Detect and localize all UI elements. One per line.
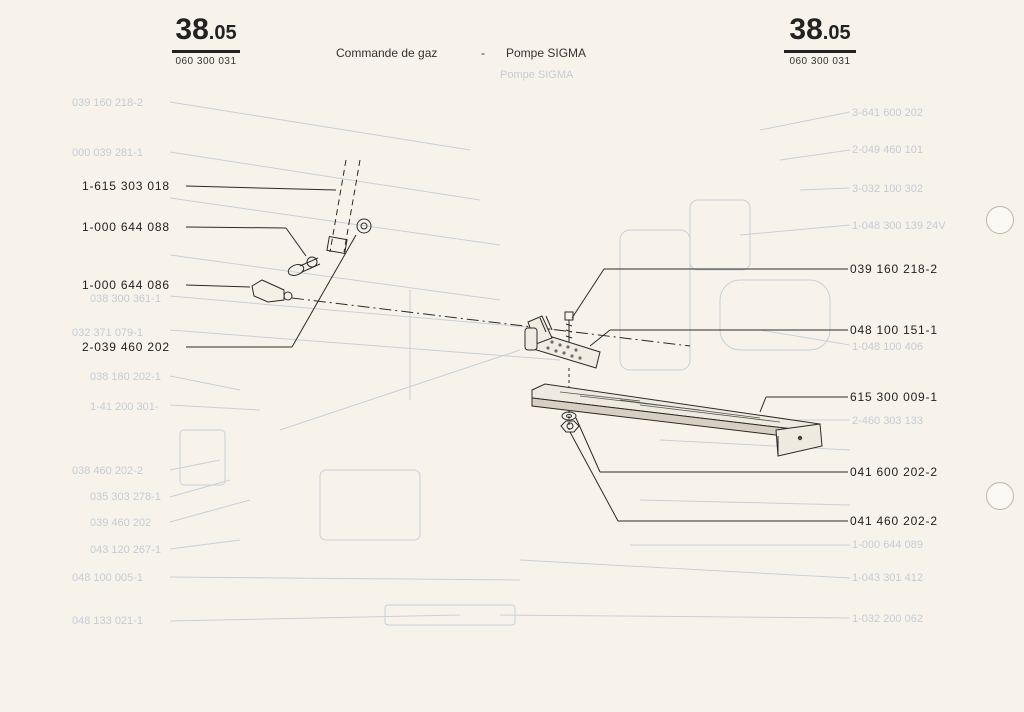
page-number-rule-left [172,50,240,53]
svg-text:1-41 200 301-: 1-41 200 301- [90,401,159,413]
svg-text:039 460 202: 039 460 202 [90,517,151,529]
svg-text:3-641 600 202: 3-641 600 202 [852,107,923,119]
svg-text:032 371 079-1: 032 371 079-1 [72,327,143,339]
svg-text:000 039 281-1: 000 039 281-1 [72,147,143,159]
ref-label-bracket: 048 100 151-1 [850,323,938,337]
leader-lines-right [569,268,848,522]
page-number-left: 38.05 060 300 031 [172,15,240,67]
svg-text:1-000 644 089: 1-000 644 089 [852,539,923,551]
svg-text:038 460 202-2: 038 460 202-2 [72,465,143,477]
nut-part [560,420,580,433]
ref-label-ball-joint: 1-000 644 088 [82,220,170,234]
ref-label-pedal: 615 300 009-1 [850,390,938,404]
page-major-left: 38 [175,13,209,46]
title-separator: - [481,46,485,60]
svg-text:039 160 218-2: 039 160 218-2 [72,97,143,109]
doc-code-right: 060 300 031 [789,56,851,67]
svg-text:043 120 267-1: 043 120 267-1 [90,544,161,556]
svg-text:035 303 278-1: 035 303 278-1 [90,491,161,503]
ref-label-washer: 041 600 202-2 [850,465,938,479]
svg-text:1-048 300 139 24V: 1-048 300 139 24V [852,220,946,232]
page-minor-right: .05 [822,22,851,44]
svg-text:048 100 005-1: 048 100 005-1 [72,572,143,584]
punch-hole-bottom [986,482,1014,510]
ref-label-nut: 041 460 202-2 [850,514,938,528]
page-major-right: 38 [789,13,823,46]
svg-text:2-049 460 101: 2-049 460 101 [852,144,923,156]
clip-part [356,218,372,234]
title-pompe-sigma: Pompe SIGMA [506,46,587,60]
leader-lines-left [185,185,357,348]
assembly-axis [291,297,691,347]
cable-sheath [329,159,361,253]
mounting-bracket-part [524,315,601,369]
svg-text:1-048 100 406: 1-048 100 406 [852,341,923,353]
ref-label-cable: 1-615 303 018 [82,179,170,193]
end-fitting-part [251,279,293,303]
svg-text:Pompe SIGMA: Pompe SIGMA [500,69,574,81]
svg-text:038 180 202-1: 038 180 202-1 [90,371,161,383]
ref-label-end-fitting: 1-000 644 086 [82,278,170,292]
page-minor-left: .05 [208,22,237,44]
ref-label-clip: 2-039 460 202 [82,340,170,354]
washer-part [561,411,577,421]
page-number-right: 38.05 060 300 031 [784,15,856,67]
punch-hole-top [986,206,1014,234]
screw-part [564,311,574,342]
svg-text:1-043 301 412: 1-043 301 412 [852,572,923,584]
svg-text:2-460 303 133: 2-460 303 133 [852,415,923,427]
page-number-rule-right [784,50,856,53]
svg-text:3-032 100 302: 3-032 100 302 [852,183,923,195]
ref-label-screw: 039 160 218-2 [850,262,938,276]
svg-text:1-032 200 062: 1-032 200 062 [852,613,923,625]
svg-text:038 300 361-1: 038 300 361-1 [90,293,161,305]
title-commande-de-gaz: Commande de gaz [336,46,438,60]
pedal-plate-part [531,383,823,457]
doc-code-left: 060 300 031 [175,56,237,67]
svg-text:048 133 021-1: 048 133 021-1 [72,615,143,627]
ball-joint-part [287,256,321,276]
